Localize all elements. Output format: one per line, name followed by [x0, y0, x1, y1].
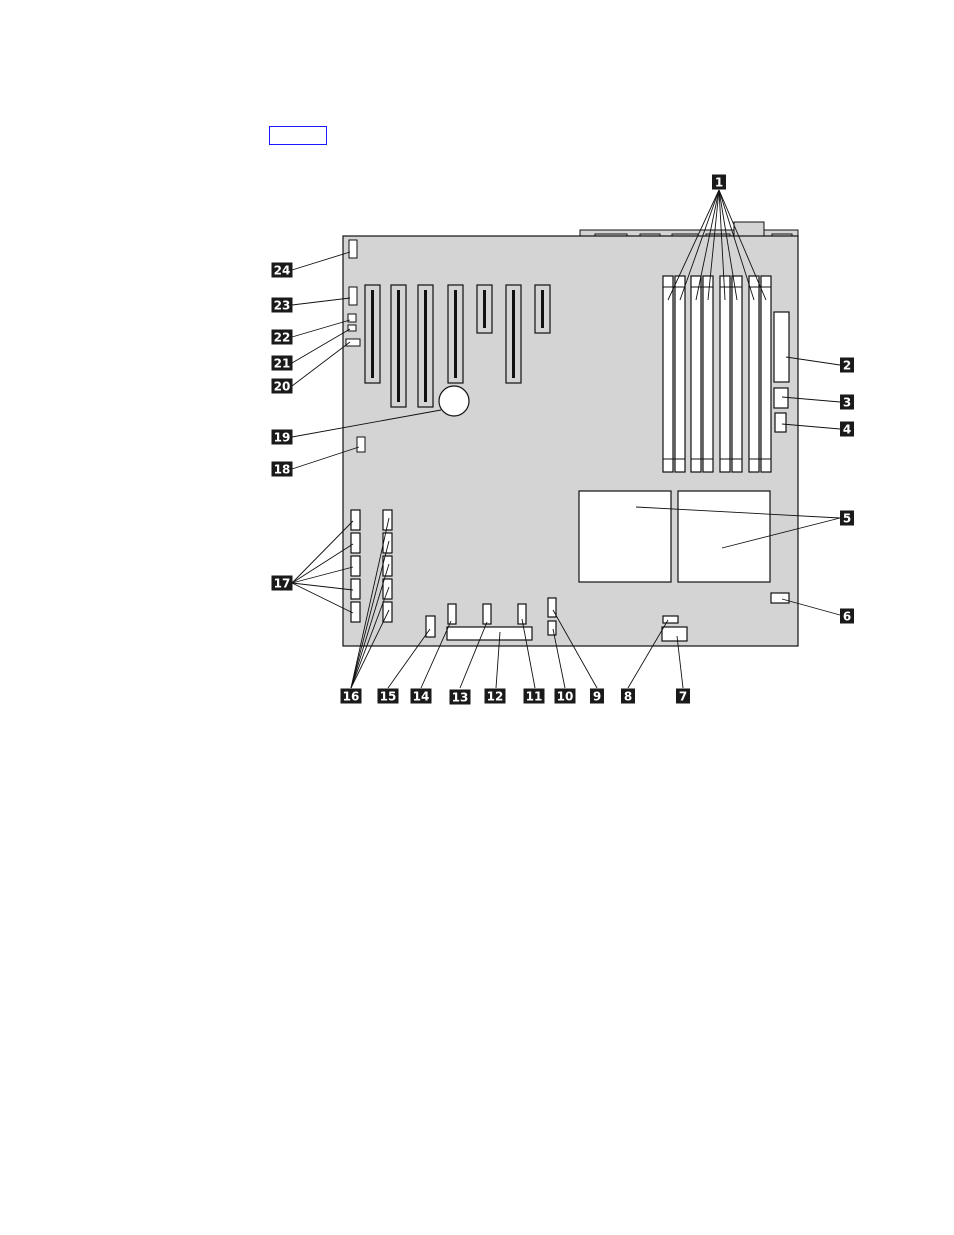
callout-15: 15	[380, 690, 397, 704]
callout-12: 12	[487, 690, 504, 704]
connector-20	[346, 339, 360, 346]
callout-16: 16	[343, 690, 360, 704]
battery	[439, 386, 469, 416]
connector-13	[483, 604, 491, 624]
callout-1: 1	[715, 176, 723, 190]
connector-24	[349, 240, 357, 258]
processor-1	[579, 491, 671, 582]
connector-3	[774, 388, 788, 408]
callout-9: 9	[593, 690, 601, 704]
connector-12	[447, 627, 532, 640]
callout-22: 22	[274, 331, 291, 345]
callout-8: 8	[624, 690, 632, 704]
callout-10: 10	[557, 690, 574, 704]
callout-5: 5	[843, 512, 851, 526]
callout-21: 21	[274, 357, 291, 371]
connector-10	[548, 621, 556, 635]
connector-4	[775, 413, 786, 432]
connector-2	[774, 312, 789, 382]
connector-15	[426, 616, 435, 637]
callout-7: 7	[679, 690, 687, 704]
callout-11: 11	[526, 690, 543, 704]
callout-20: 20	[274, 380, 291, 394]
connector-6	[771, 593, 789, 603]
connector-8	[663, 616, 678, 623]
callout-18: 18	[274, 463, 291, 477]
callout-4: 4	[843, 423, 851, 437]
callout-3: 3	[843, 396, 851, 410]
connector-23	[349, 287, 357, 305]
callout-23: 23	[274, 299, 291, 313]
connector-18	[357, 437, 365, 452]
callout-13: 13	[452, 691, 469, 705]
processor-2	[678, 491, 770, 582]
connector-21	[348, 325, 356, 331]
connector-7	[662, 627, 687, 641]
callout-2: 2	[843, 359, 851, 373]
callout-6: 6	[843, 610, 851, 624]
connector-22	[348, 314, 356, 322]
callout-24: 24	[274, 264, 291, 278]
callout-19: 19	[274, 431, 291, 445]
callout-14: 14	[413, 690, 430, 704]
connector-9	[548, 598, 556, 617]
callout-17: 17	[274, 577, 291, 591]
connector-14	[448, 604, 456, 624]
